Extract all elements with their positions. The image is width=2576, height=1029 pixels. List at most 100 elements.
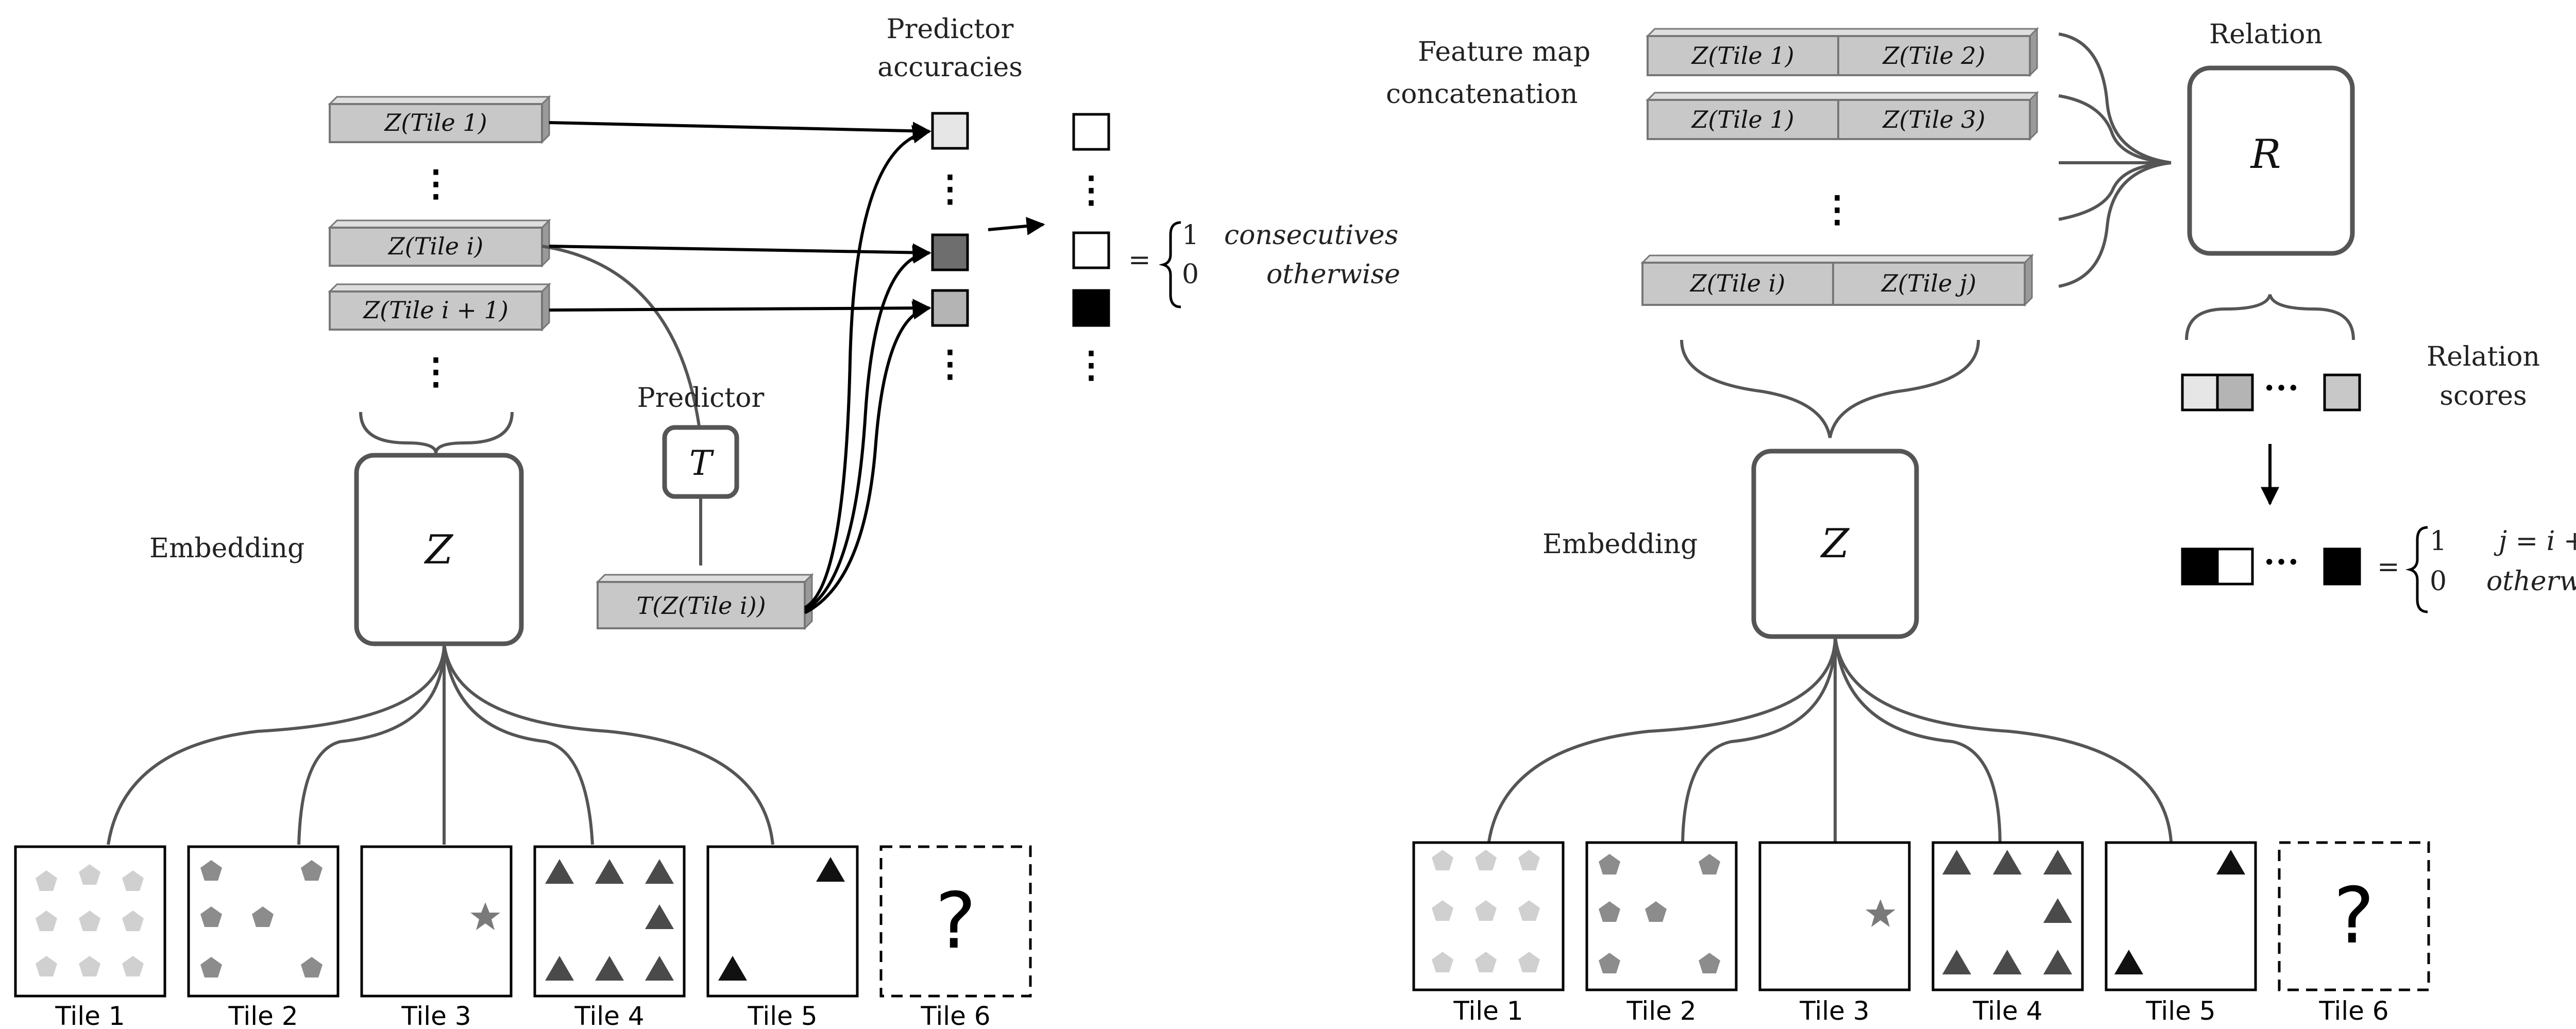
- left-feature-tile-i: Z(Tile i): [328, 218, 551, 268]
- right-score-square-n: [2323, 373, 2361, 411]
- right-pair-3-left: Z(Tile i): [1689, 269, 1786, 297]
- left-case-one-text: consecutives: [1224, 220, 1398, 251]
- right-pair-2-left: Z(Tile 1): [1690, 106, 1794, 133]
- left-vdots-2: ⋮: [418, 352, 454, 392]
- left-cases-brace: [1158, 221, 1181, 308]
- right-tile-6-label: Tile 6: [2318, 996, 2388, 1026]
- right-pair-2: Z(Tile 1) Z(Tile 3): [1646, 91, 2039, 141]
- right-relation-label: Relation: [2209, 19, 2323, 50]
- left-accuracy-square-1: [931, 112, 969, 150]
- left-curve-arrow-1: [804, 125, 931, 609]
- right-pair-3: Z(Tile i) Z(Tile j): [1640, 253, 2034, 307]
- right-pair-1-right: Z(Tile 2): [1882, 42, 1985, 70]
- left-vdots-1: ⋮: [418, 164, 454, 204]
- left-embedding-brace: [359, 411, 514, 454]
- left-tile-4: [533, 845, 686, 998]
- left-tile-1: [14, 845, 166, 998]
- right-relation-scores-label-1: Relation: [2427, 341, 2540, 372]
- right-tile-6: ?: [2278, 841, 2430, 991]
- left-case-zero-text: otherwise: [1266, 259, 1400, 290]
- left-tile-2: [187, 845, 340, 998]
- right-tile-4-label: Tile 4: [1972, 996, 2042, 1026]
- right-target-square-2: [2216, 547, 2254, 586]
- left-predictor-label: Predictor: [637, 383, 765, 414]
- right-tile-1: [1412, 841, 1565, 991]
- right-pair-2-right: Z(Tile 3): [1882, 106, 1985, 133]
- right-panel: Feature map concatenation Z(Tile 1) Z(Ti…: [1386, 19, 2576, 1026]
- left-tile-2-label: Tile 2: [228, 1001, 298, 1029]
- right-score-square-2: [2216, 373, 2254, 411]
- right-feature-map-label-2: concatenation: [1386, 79, 1578, 110]
- right-embedding-symbol: Z: [1820, 521, 1850, 567]
- left-feature-tile-i1: Z(Tile i + 1): [328, 282, 551, 332]
- left-predicted-feature-label: T(Z(Tile i)): [636, 592, 766, 620]
- right-case-zero: 0: [2430, 566, 2447, 597]
- right-tile-5-label: Tile 5: [2145, 996, 2215, 1026]
- right-tile-3: [1758, 841, 1911, 991]
- right-case-zero-text: otherwise: [2486, 566, 2576, 597]
- right-pairs-vdots: ⋮: [1819, 190, 1855, 230]
- right-embedding-connectors: [1487, 636, 2173, 842]
- left-accuracy-label-2: accuracies: [877, 52, 1023, 83]
- left-predicted-feature: T(Z(Tile i)): [596, 573, 814, 630]
- left-predictor-symbol: T: [689, 443, 715, 483]
- left-arrow-feature-i1: [549, 299, 931, 318]
- right-score-square-1: [2181, 373, 2219, 411]
- left-accuracy-vdots-2: ⋮: [932, 345, 968, 384]
- left-embedding-label: Embedding: [149, 533, 304, 564]
- right-tile-5: [2105, 841, 2257, 991]
- left-feature-tile-1: Z(Tile 1): [328, 95, 551, 144]
- left-tile-3: [360, 845, 513, 998]
- left-tile-6: ?: [879, 845, 1032, 998]
- right-relation-fan: [2058, 32, 2172, 288]
- right-pair-1-left: Z(Tile 1): [1690, 42, 1794, 70]
- left-panel: Z(Tile 1) ⋮ Z(Tile i) Z(Tile i + 1) ⋮ Z …: [14, 14, 1400, 1029]
- left-feature-i1-label: Z(Tile i + 1): [362, 296, 509, 324]
- left-arrow-feature-1: [549, 121, 931, 141]
- right-tile-3-label: Tile 3: [1799, 996, 1869, 1026]
- right-relation-symbol: R: [2250, 131, 2281, 178]
- left-tile-5: [706, 845, 859, 998]
- left-equals: =: [1128, 245, 1151, 276]
- left-case-zero: 0: [1182, 259, 1199, 290]
- right-pair-1: Z(Tile 1) Z(Tile 2): [1646, 27, 2039, 77]
- right-embedding-label: Embedding: [1543, 529, 1698, 560]
- left-feature-1-label: Z(Tile 1): [383, 109, 487, 136]
- left-accuracy-square-i: [931, 233, 969, 271]
- left-case-one: 1: [1182, 220, 1199, 251]
- left-curve-arrow-3: [804, 301, 931, 614]
- right-tile-2: [1585, 841, 1738, 991]
- left-arrow-feature-i: [549, 243, 931, 262]
- left-accuracy-label-1: Predictor: [887, 14, 1014, 45]
- right-target-square-1: [2181, 547, 2219, 586]
- left-tile-6-question: ?: [935, 877, 976, 966]
- left-target-vdots-1: ⋮: [1073, 170, 1109, 210]
- right-tile-1-label: Tile 1: [1453, 996, 1523, 1026]
- right-target-square-n: [2323, 547, 2361, 586]
- right-cases-brace: [2405, 526, 2428, 613]
- left-embedding-connectors: [107, 643, 774, 845]
- left-target-vdots-2: ⋮: [1073, 346, 1109, 385]
- left-tile-1-label: Tile 1: [55, 1001, 125, 1029]
- left-accuracy-vdots-1: ⋮: [932, 169, 968, 209]
- left-target-square-i: [1072, 231, 1110, 269]
- left-target-square-1: [1072, 113, 1110, 151]
- left-embedding-box: [354, 453, 524, 646]
- left-tile-5-label: Tile 5: [747, 1001, 817, 1029]
- left-tile-4-label: Tile 4: [574, 1001, 644, 1029]
- right-case-one: 1: [2430, 526, 2447, 557]
- right-feature-map-label-1: Feature map: [1418, 37, 1590, 67]
- right-target-hdots: ···: [2263, 542, 2299, 582]
- right-relation-box: [2187, 65, 2355, 256]
- right-score-hdots: ···: [2263, 368, 2299, 408]
- left-tile-6-label: Tile 6: [920, 1001, 990, 1029]
- right-relation-brace: [2185, 294, 2355, 340]
- left-accuracy-square-i1: [931, 289, 969, 327]
- right-tile-6-question: ?: [2333, 871, 2375, 961]
- right-equals: =: [2377, 552, 2400, 582]
- right-tile-4: [1931, 841, 2084, 991]
- left-tile-3-label: Tile 3: [401, 1001, 471, 1029]
- left-curve-arrow-2: [804, 245, 931, 612]
- right-case-one-text: j = i + 1: [2494, 526, 2576, 557]
